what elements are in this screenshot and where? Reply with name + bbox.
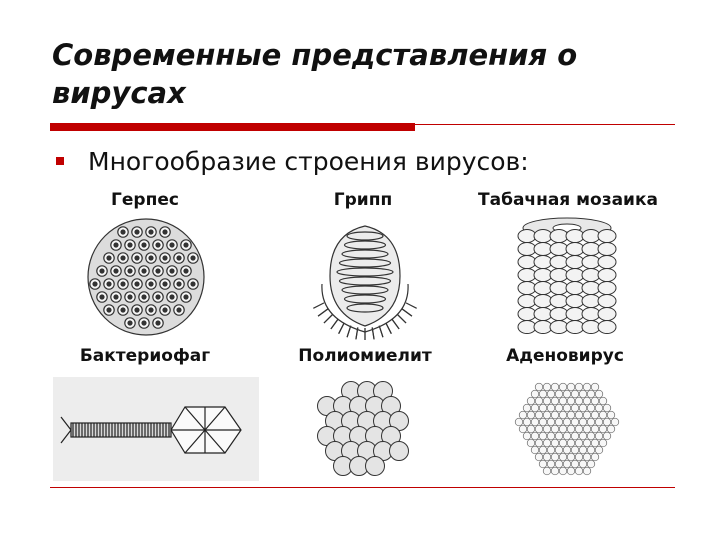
label-herpes: Герпес — [111, 190, 179, 210]
bottom-rule — [50, 487, 675, 488]
influenza-virus-icon — [313, 225, 417, 340]
herpes-virus-icon — [87, 218, 205, 336]
tobacco-mosaic-virus-icon — [517, 217, 617, 334]
label-tobacco-mosaic: Табачная мозаика — [478, 190, 658, 210]
bullet-square-icon — [56, 157, 64, 165]
bullet-text: Многообразие строения вирусов: — [88, 146, 529, 176]
label-adenovirus: Аденовирус — [506, 346, 624, 366]
bacteriophage-icon — [53, 377, 259, 481]
title-underline-thin — [415, 124, 675, 125]
poliovirus-icon — [317, 381, 409, 476]
adenovirus-icon — [514, 382, 620, 476]
label-bacteriophage: Бактериофаг — [79, 346, 211, 366]
slide-title: Современные представления о вирусах — [52, 38, 578, 110]
label-influenza: Грипп — [333, 190, 393, 210]
bullet-item: Многообразие строения вирусов: — [56, 144, 529, 178]
label-poliovirus: Полиомиелит — [298, 346, 432, 366]
title-underline-thick — [50, 123, 415, 131]
